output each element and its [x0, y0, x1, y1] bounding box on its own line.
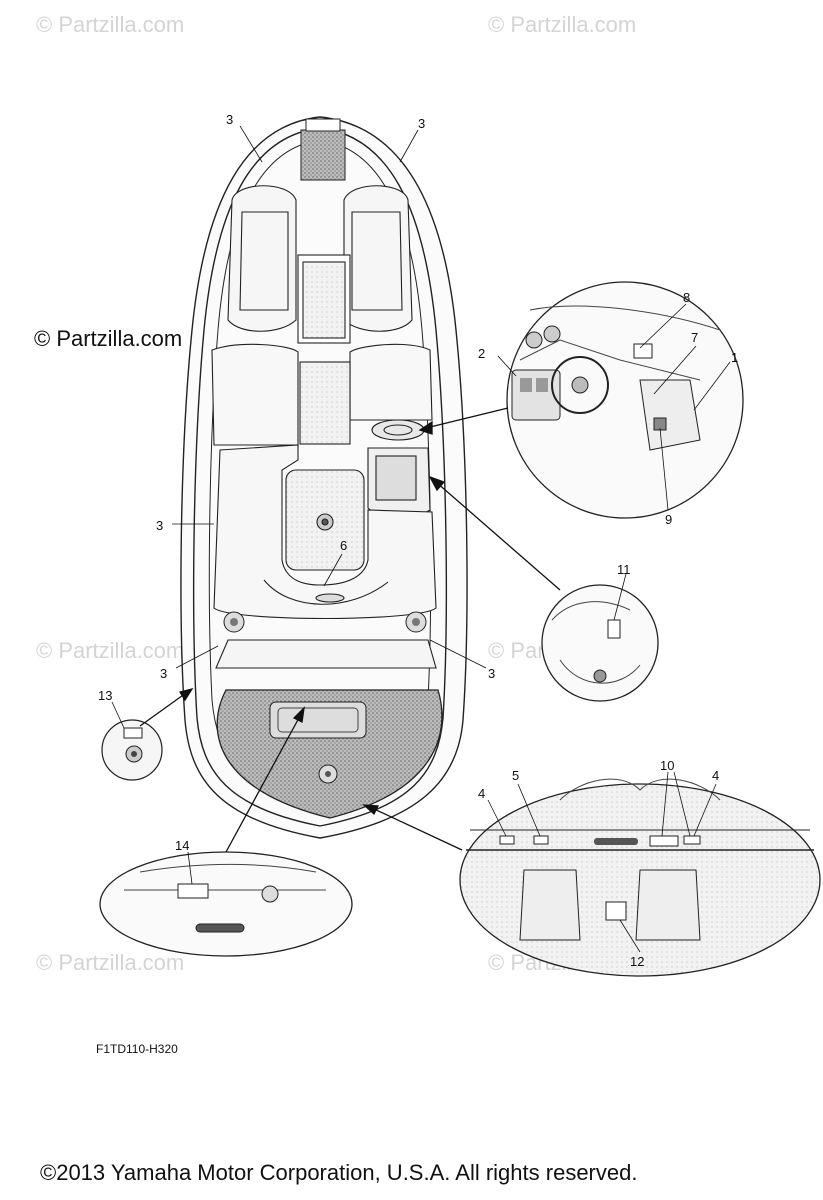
detail-11 — [541, 584, 659, 702]
callout-3: 3 — [488, 666, 495, 681]
watermark: © Partzilla.com — [36, 638, 185, 663]
detail-14 — [99, 851, 353, 957]
callout-3: 3 — [418, 116, 425, 131]
leader-lines — [111, 125, 731, 953]
callout-2: 2 — [478, 346, 485, 361]
callout-3: 3 — [156, 518, 163, 533]
callout-1: 1 — [731, 350, 738, 365]
callout-4: 4 — [478, 786, 485, 801]
callout-8: 8 — [683, 290, 690, 305]
transom — [215, 639, 437, 669]
callout-14: 14 — [175, 838, 189, 853]
cockpit — [213, 444, 437, 620]
front-seating — [227, 185, 413, 344]
helm-seat — [367, 447, 431, 518]
callout-3: 3 — [160, 666, 167, 681]
mid-deck — [211, 343, 433, 446]
callout-9: 9 — [665, 512, 672, 527]
detail-transom — [459, 778, 821, 977]
bow-pad — [300, 129, 346, 181]
callout-4: 4 — [712, 768, 719, 783]
watermark-main: © Partzilla.com — [34, 326, 183, 351]
diagram-code: F1TD110-H320 — [96, 1042, 178, 1056]
watermark: © Partzilla.com — [36, 12, 185, 37]
watermark: © Partzilla.com — [36, 950, 185, 975]
copyright-notice: ©2013 Yamaha Motor Corporation, U.S.A. A… — [40, 1160, 638, 1185]
watermark: © Partzilla.com — [488, 12, 637, 37]
detail-13 — [101, 719, 163, 781]
callout-10: 10 — [660, 758, 674, 773]
detail-helm — [506, 281, 744, 519]
callout-12: 12 — [630, 954, 644, 969]
callout-6: 6 — [340, 538, 347, 553]
callout-3: 3 — [226, 112, 233, 127]
callout-11: 11 — [617, 562, 631, 577]
callout-5: 5 — [512, 768, 519, 783]
callout-13: 13 — [98, 688, 112, 703]
callout-7: 7 — [691, 330, 698, 345]
